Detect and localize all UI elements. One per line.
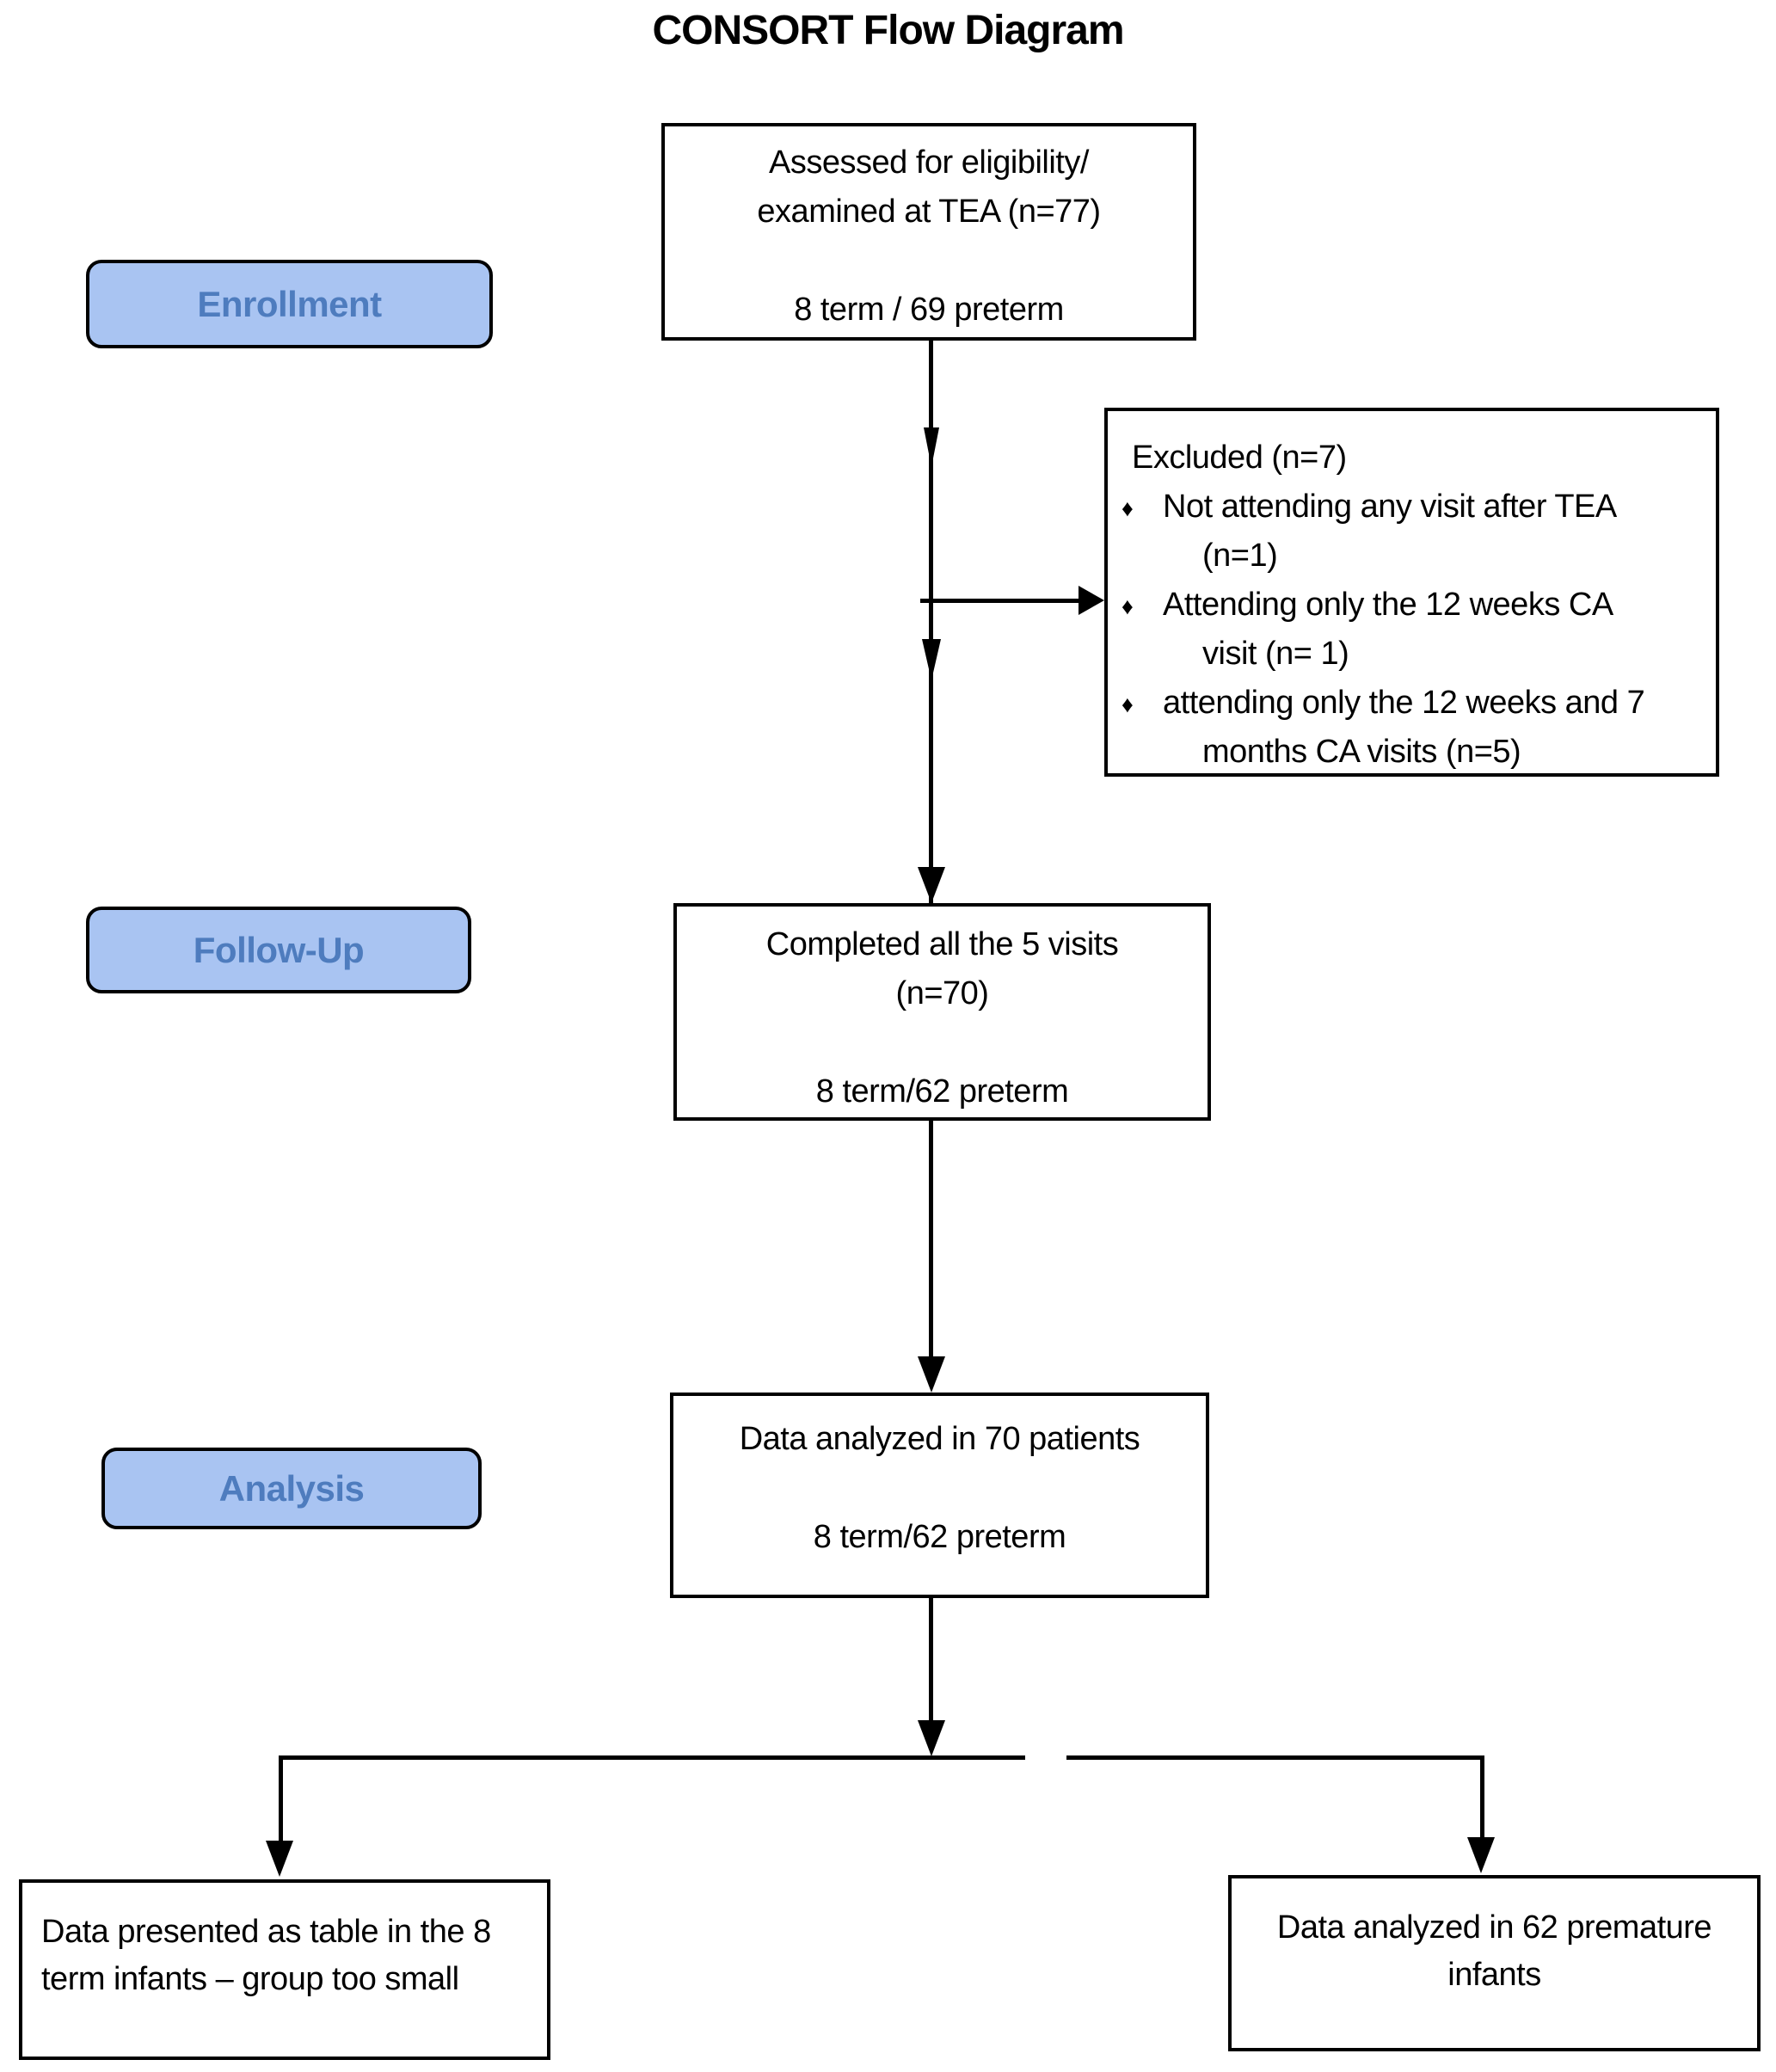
assessed-line-3: 8 term / 69 preterm bbox=[794, 292, 1064, 328]
stage-label-analysis-text: Analysis bbox=[218, 1467, 365, 1509]
arrowhead-at-branch bbox=[918, 1720, 945, 1756]
arrowhead-mid-lower bbox=[922, 639, 941, 680]
excluded-bullet-2-line-1: Attending only the 12 weeks CA bbox=[1163, 587, 1613, 623]
analyzed-line-1: Data analyzed in 70 patients bbox=[739, 1421, 1140, 1457]
arrowhead-mid-upper bbox=[924, 427, 939, 467]
connector-completed-to-analyzed bbox=[929, 1121, 933, 1356]
premature-infants-line-1: Data analyzed in 62 premature bbox=[1276, 1909, 1712, 1946]
connector-assessed-to-completed bbox=[929, 341, 933, 903]
stage-label-followup: Follow-Up bbox=[86, 907, 471, 993]
excluded-bullet-1: ♦ Not attending any visit after TEA (n=1… bbox=[1122, 483, 1705, 581]
connector-branch-to-term bbox=[279, 1755, 283, 1841]
arrowhead-into-analyzed bbox=[918, 1356, 945, 1393]
excluded-bullet-2-line-2: visit (n= 1) bbox=[1202, 636, 1349, 672]
diamond-bullet-icon: ♦ bbox=[1122, 593, 1134, 619]
arrowhead-into-completed bbox=[918, 867, 945, 903]
arrowhead-into-premature bbox=[1467, 1837, 1495, 1873]
connector-branch-to-premature bbox=[1480, 1755, 1484, 1837]
branch-line-left bbox=[280, 1755, 1025, 1760]
excluded-heading: Excluded (n=7) bbox=[1132, 440, 1347, 476]
excluded-bullet-1-line-2: (n=1) bbox=[1202, 538, 1278, 574]
arrowhead-into-term bbox=[266, 1841, 293, 1877]
connector-analyzed-to-branch bbox=[929, 1598, 933, 1722]
box-term-infants: Data presented as table in the 8 term in… bbox=[19, 1879, 550, 2060]
diamond-bullet-icon: ♦ bbox=[1122, 495, 1134, 521]
box-completed-visits: Completed all the 5 visits (n=70) 8 term… bbox=[673, 903, 1211, 1121]
box-data-analyzed: Data analyzed in 70 patients 8 term/62 p… bbox=[670, 1393, 1209, 1598]
premature-infants-line-2: infants bbox=[1447, 1957, 1541, 1993]
completed-line-1: Completed all the 5 visits bbox=[765, 926, 1119, 962]
excluded-bullet-3-line-1: attending only the 12 weeks and 7 bbox=[1163, 685, 1645, 721]
diamond-bullet-icon: ♦ bbox=[1122, 692, 1134, 717]
term-infants-line-1: Data presented as table in the 8 bbox=[41, 1914, 491, 1950]
excluded-bullet-2: ♦ Attending only the 12 weeks CA visit (… bbox=[1122, 581, 1705, 679]
completed-line-3: 8 term/62 preterm bbox=[815, 1073, 1069, 1110]
analyzed-line-2: 8 term/62 preterm bbox=[813, 1519, 1066, 1555]
stage-label-followup-text: Follow-Up bbox=[193, 929, 365, 970]
stage-label-enrollment: Enrollment bbox=[86, 260, 493, 348]
assessed-line-1: Assessed for eligibility/ bbox=[769, 144, 1089, 181]
box-assessed-eligibility: Assessed for eligibility/ examined at TE… bbox=[661, 123, 1196, 341]
assessed-line-2: examined at TEA (n=77) bbox=[757, 194, 1101, 230]
diagram-title: CONSORT Flow Diagram bbox=[652, 8, 1124, 53]
excluded-bullet-1-line-1: Not attending any visit after TEA bbox=[1163, 489, 1617, 525]
stage-label-enrollment-text: Enrollment bbox=[197, 283, 382, 324]
term-infants-line-2: term infants – group too small bbox=[41, 1961, 459, 1997]
box-excluded: Excluded (n=7) ♦ Not attending any visit… bbox=[1104, 408, 1719, 777]
box-premature-infants: Data analyzed in 62 premature infants bbox=[1228, 1875, 1761, 2051]
arrowhead-into-excluded bbox=[1079, 586, 1104, 615]
excluded-bullet-3-line-2: months CA visits (n=5) bbox=[1202, 734, 1521, 770]
connector-to-excluded bbox=[920, 599, 1079, 603]
branch-line-right bbox=[1066, 1755, 1484, 1760]
stage-label-analysis: Analysis bbox=[101, 1448, 482, 1529]
excluded-bullet-3: ♦ attending only the 12 weeks and 7 mont… bbox=[1122, 679, 1705, 777]
completed-line-2: (n=70) bbox=[895, 975, 989, 1011]
